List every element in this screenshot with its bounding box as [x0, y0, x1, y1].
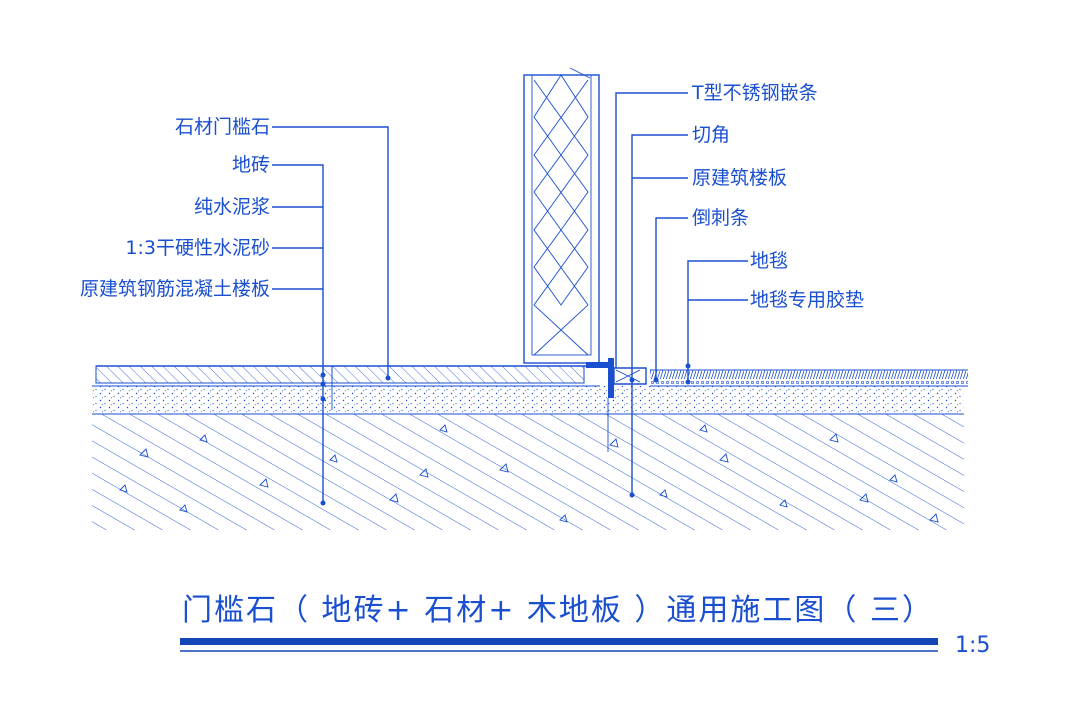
carpet-layers [650, 369, 968, 387]
concrete-slab [92, 413, 964, 530]
label-carpet-pad: 地毯专用胶垫 [750, 289, 864, 311]
label-cement-paste: 纯水泥浆 [194, 196, 270, 218]
drawing-title: 门槛石（ 地砖+ 石材+ 木地板 ）通用施工图（ 三） [182, 593, 934, 628]
label-stone-threshold: 石材门槛石 [175, 116, 270, 138]
tile-layer [95, 365, 600, 410]
title-underline-bar [180, 638, 938, 645]
label-carpet: 地毯 [750, 250, 788, 272]
label-floor-tile: 地砖 [232, 154, 270, 176]
label-chamfer: 切角 [692, 124, 730, 146]
left-leaders [272, 126, 391, 506]
label-gripper-strip: 倒刺条 [692, 207, 749, 229]
label-concrete-slab: 原建筑钢筋混凝土楼板 [80, 278, 270, 300]
aggregate-marks [119, 424, 939, 523]
door-leaf [523, 67, 600, 364]
t-strip-detail [586, 358, 647, 452]
label-t-strip: T型不锈钢嵌条 [691, 82, 818, 104]
label-original-slab: 原建筑楼板 [692, 167, 787, 189]
label-dry-mortar: 1:3干硬性水泥砂 [125, 237, 270, 259]
scale-label: 1:5 [955, 633, 990, 658]
right-leaders [615, 92, 748, 498]
mortar-bed [92, 386, 964, 414]
